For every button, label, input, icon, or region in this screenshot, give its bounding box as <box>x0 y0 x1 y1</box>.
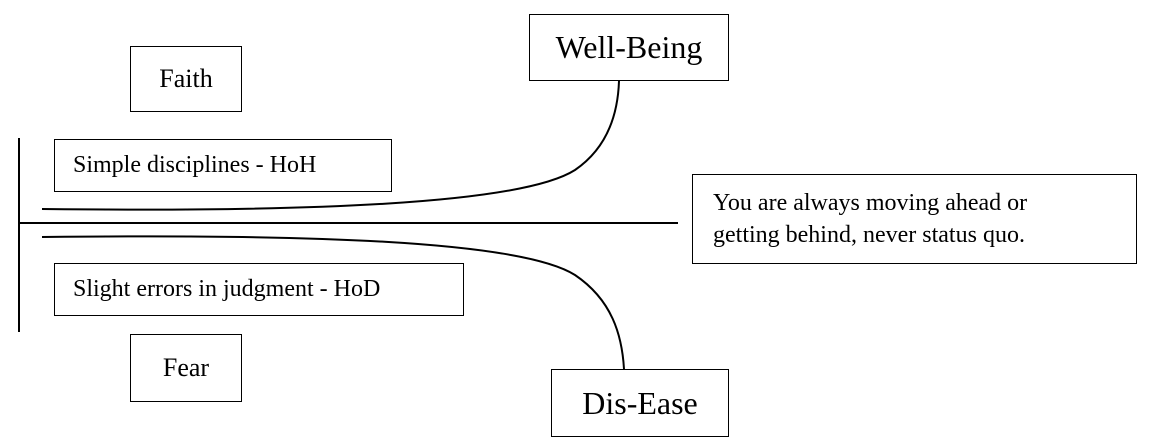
dis-ease-box: Dis-Ease <box>551 369 729 437</box>
well-being-label: Well-Being <box>555 29 703 65</box>
fear-label: Fear <box>162 353 210 382</box>
slight-errors-label: Slight errors in judgment - HoD <box>73 276 381 302</box>
dis-ease-label: Dis-Ease <box>582 384 698 421</box>
upper-curve-to-well-being <box>41 80 620 211</box>
simple-disciplines-box: Simple disciplines - HoH <box>54 139 392 192</box>
simple-disciplines-label: Simple disciplines - HoH <box>73 152 317 178</box>
fear-box: Fear <box>130 334 242 402</box>
note-line-2: getting behind, never status quo. <box>713 222 1025 248</box>
well-being-box: Well-Being <box>529 14 729 81</box>
note-line-1: You are always moving ahead or <box>713 190 1028 216</box>
slight-errors-box: Slight errors in judgment - HoD <box>54 263 464 316</box>
status-quo-note-box: You are always moving ahead or getting b… <box>692 174 1137 264</box>
faith-label: Faith <box>159 64 213 93</box>
faith-box: Faith <box>130 46 242 112</box>
lower-curve-to-dis-ease <box>41 235 625 370</box>
